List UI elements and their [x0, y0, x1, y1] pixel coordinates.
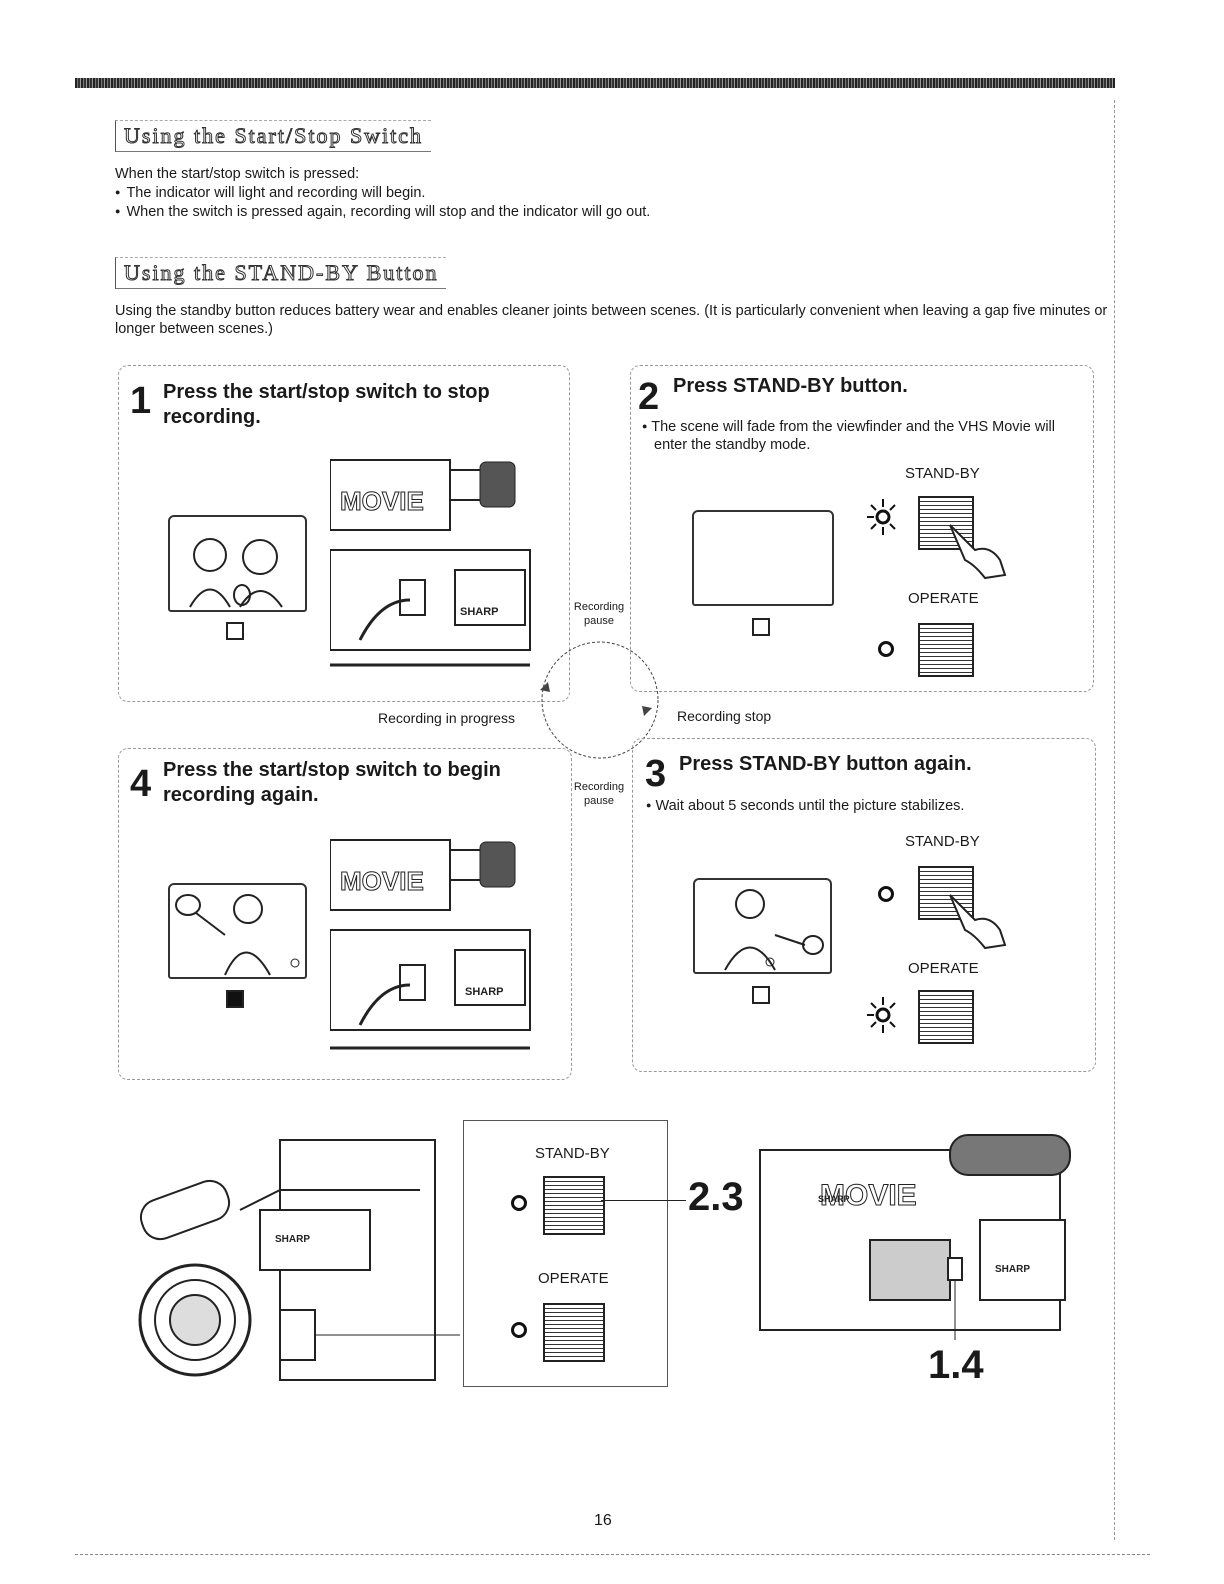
led-off-icon	[511, 1322, 527, 1338]
step-2-note-text: The scene will fade from the viewfinder …	[651, 419, 1055, 453]
section1-body: When the start/stop switch is pressed: T…	[115, 165, 1015, 221]
diagram-operate-label: OPERATE	[538, 1270, 609, 1287]
viewfinder-screen	[168, 883, 307, 979]
led-off-icon	[878, 886, 894, 902]
led-lit-icon	[867, 499, 896, 535]
led-off-icon	[878, 641, 894, 657]
callout-line	[601, 1200, 686, 1201]
section1-bullet: The indicator will light and recording w…	[115, 183, 1015, 202]
cycle-recording-in-progress: Recording in progress	[378, 710, 515, 726]
svg-text:SHARP: SHARP	[995, 1264, 1030, 1275]
recording-indicator-off	[752, 986, 770, 1004]
callout-standby-number: 2.3	[688, 1175, 744, 1219]
camcorder-side-view-icon: MOVIE SHARP SHARP	[759, 1134, 1071, 1340]
header-rule	[75, 78, 1115, 88]
led-off-icon	[511, 1195, 527, 1211]
section-title-start-stop: Using the Start/Stop Switch	[115, 120, 432, 152]
step-2-title: Press STAND-BY button.	[673, 375, 908, 397]
cycle-arrows-icon	[540, 641, 659, 759]
step-2-panel	[630, 365, 1094, 692]
recording-indicator-on	[226, 990, 244, 1008]
kids-illustration-icon	[189, 538, 283, 608]
viewfinder-blank-screen	[692, 510, 834, 606]
step-1-number: 1	[130, 380, 152, 422]
section1-intro: When the start/stop switch is pressed:	[115, 166, 360, 182]
svg-text:MOVIE: MOVIE	[340, 486, 424, 516]
step-3-standby-label: STAND-BY	[905, 833, 980, 850]
tennis-girl-illustration-icon	[724, 889, 824, 971]
section-title-stand-by: Using the STAND-BY Button	[115, 257, 447, 289]
section1-bullet: When the switch is pressed again, record…	[115, 202, 1015, 221]
camcorder-closeup-icon: MOVIE SHARP	[330, 459, 531, 667]
step-3-note-text: Wait about 5 seconds until the picture s…	[655, 798, 965, 814]
footer-rule	[75, 1554, 1150, 1555]
step-4-number: 4	[130, 763, 152, 805]
step-1-panel	[118, 365, 570, 702]
step-3-operate-label: OPERATE	[908, 960, 979, 977]
step-4-title: Press the start/stop switch to begin rec…	[163, 759, 501, 806]
step-3-number: 3	[645, 753, 667, 795]
step-3-note: ● Wait about 5 seconds until the picture…	[646, 798, 965, 814]
button-detail-box	[463, 1120, 668, 1387]
pressing-hand-icon	[949, 524, 1007, 580]
diagram-standby-label: STAND-BY	[535, 1145, 610, 1162]
operate-button[interactable]	[918, 990, 974, 1044]
tennis-girl-illustration-icon	[175, 894, 300, 976]
cycle-recording-pause-bottom: Recording pause	[573, 781, 625, 807]
standby-button[interactable]	[543, 1176, 605, 1235]
operate-button[interactable]	[543, 1303, 605, 1362]
cycle-recording-pause-top: Recording pause	[573, 601, 625, 627]
led-lit-icon	[867, 997, 896, 1033]
step-2-operate-label: OPERATE	[908, 590, 979, 607]
callout-switch-number: 1.4	[928, 1343, 984, 1387]
viewfinder-screen	[168, 515, 307, 612]
step-1-title: Press the start/stop switch to stop reco…	[163, 381, 490, 428]
svg-text:SHARP: SHARP	[818, 1194, 850, 1204]
viewfinder-screen	[693, 878, 832, 974]
svg-text:MOVIE: MOVIE	[820, 1179, 917, 1212]
operate-button[interactable]	[918, 623, 974, 677]
step-2-standby-label: STAND-BY	[905, 465, 980, 482]
recording-indicator-off	[226, 622, 244, 640]
svg-text:SHARP: SHARP	[465, 986, 504, 998]
svg-text:SHARP: SHARP	[460, 606, 499, 618]
svg-text:MOVIE: MOVIE	[340, 866, 424, 896]
page-number: 16	[594, 1512, 612, 1529]
step-4-panel	[118, 748, 572, 1080]
camcorder-closeup-icon: MOVIE SHARP	[330, 839, 531, 1050]
right-margin-rule	[1114, 100, 1115, 1540]
step-2-number: 2	[638, 376, 660, 418]
svg-text:SHARP: SHARP	[275, 1234, 310, 1245]
step-2-note: ● The scene will fade from the viewfinde…	[642, 419, 1055, 453]
step-3-title: Press STAND-BY button again.	[679, 753, 972, 775]
step-3-panel	[632, 738, 1096, 1072]
recording-indicator-off	[752, 618, 770, 636]
camcorder-front-view-icon: SHARP	[138, 1139, 460, 1381]
section2-intro: Using the standby button reduces battery…	[115, 303, 1108, 337]
pressing-hand-icon	[949, 894, 1007, 950]
cycle-recording-stop: Recording stop	[677, 708, 772, 724]
